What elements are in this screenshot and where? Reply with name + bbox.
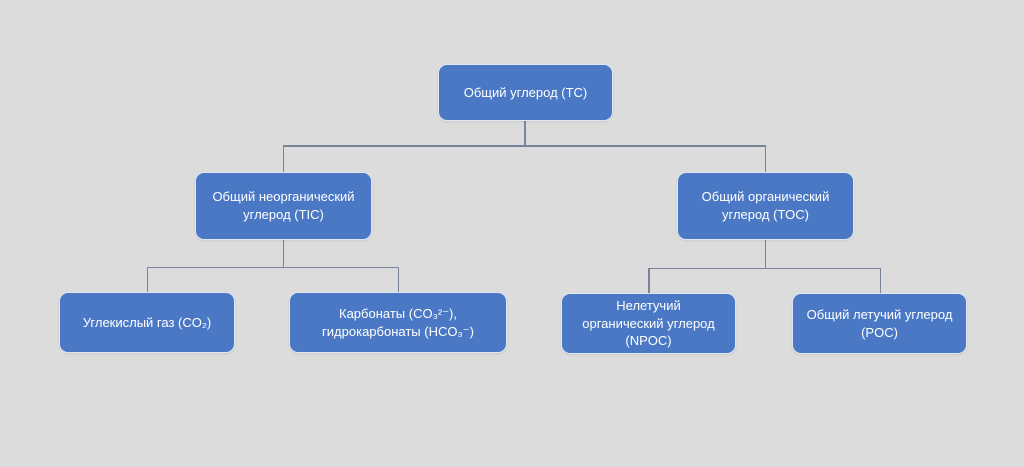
node-carbon-dioxide-label: Углекислый газ (CO₂) [82,314,212,330]
node-total-carbon[interactable]: Общий углерод (TC) [438,64,613,121]
node-total-volatile-carbon[interactable]: Общий летучий углерод (POC) [792,293,967,354]
node-carbon-dioxide[interactable]: Углекислый газ (CO₂) [59,292,235,353]
node-total-volatile-carbon-label: Общий летучий углерод (POC) [806,306,953,340]
connector-toc-down [764,240,766,268]
connector-poc-up [879,268,881,294]
node-total-inorganic-carbon-label: Общий неорганический углерод (TIC) [212,189,355,222]
connector-root-down [524,121,526,146]
connector-tic-horizontal [146,266,399,268]
node-total-organic-carbon-label: Общий органический углерод (TOC) [701,189,830,222]
node-carbonates-hydrocarbonates[interactable]: Карбонаты (CO₃²⁻), гидрокарбонаты (HCO₃⁻… [289,292,507,353]
connector-tic-up [282,145,284,172]
connector-toc-up [764,145,766,172]
node-nonvolatile-organic-carbon-label: Нелетучий органический углерод (NPOC) [582,298,715,349]
connector-npoc-up [648,268,650,294]
node-total-carbon-label: Общий углерод (TC) [463,84,588,100]
node-carbonates-hydrocarbonates-label: Карбонаты (CO₃²⁻), гидрокарбонаты (HCO₃⁻… [322,305,474,339]
connector-level1-horizontal [282,145,766,147]
connector-tic-down [282,240,284,267]
node-nonvolatile-organic-carbon[interactable]: Нелетучий органический углерод (NPOC) [561,293,736,354]
connector-carbonates-up [397,267,399,293]
node-total-inorganic-carbon[interactable]: Общий неорганический углерод (TIC) [195,172,372,240]
node-total-organic-carbon[interactable]: Общий органический углерод (TOC) [677,172,854,240]
connector-co2-up [146,267,148,293]
connector-toc-horizontal [648,267,880,269]
